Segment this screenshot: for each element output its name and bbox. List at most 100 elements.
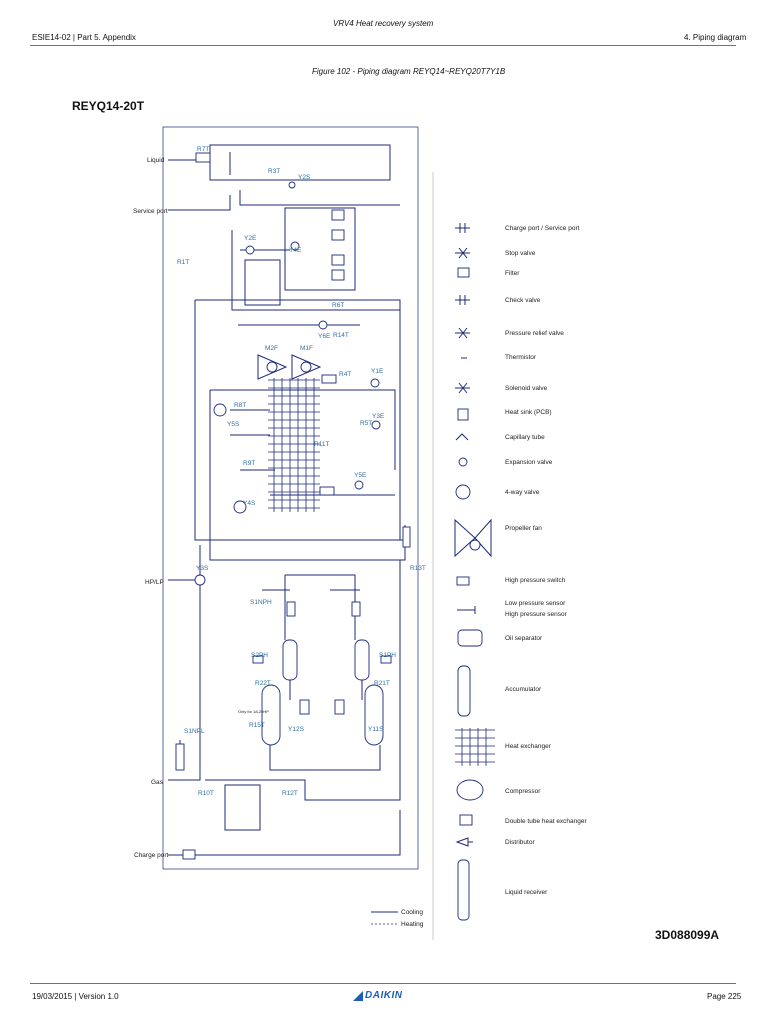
legend-solenoid-valve-icon — [455, 382, 470, 394]
legend-double-tube-hx-icon — [459, 814, 473, 826]
svg-text:Y11S: Y11S — [368, 726, 384, 733]
label-gas: Gas — [151, 779, 164, 786]
svg-text:Heat exchanger: Heat exchanger — [505, 743, 552, 750]
svg-text:Distributor: Distributor — [505, 839, 535, 846]
svg-text:R7T: R7T — [197, 146, 209, 153]
svg-text:R10T: R10T — [198, 790, 214, 797]
legend-charge-port-icon — [455, 223, 470, 233]
svg-text:Filter: Filter — [505, 270, 520, 277]
svg-text:Double tube heat exchanger: Double tube heat exchanger — [505, 818, 588, 825]
vessels — [175, 526, 411, 771]
svg-text:R12T: R12T — [282, 790, 298, 797]
svg-text:4-way valve: 4-way valve — [505, 489, 540, 496]
svg-text:Charge port / Service port: Charge port / Service port — [505, 225, 580, 232]
svg-text:Solenoid valve: Solenoid valve — [505, 385, 548, 392]
diagram-code: 3D088099A — [655, 928, 720, 942]
svg-text:Y2E: Y2E — [244, 235, 257, 242]
legend-4way-valve-icon — [455, 484, 471, 500]
brand-name: DAIKIN — [365, 990, 403, 1001]
svg-text:M1F: M1F — [300, 345, 313, 352]
svg-text:Check valve: Check valve — [505, 297, 541, 304]
svg-text:R1T: R1T — [177, 259, 189, 266]
footer-date-version: 19/03/2015 | Version 1.0 — [32, 992, 119, 1001]
header-section: 4. Piping diagram — [684, 33, 747, 42]
svg-text:Capillary tube: Capillary tube — [505, 434, 545, 441]
flow-legend: Cooling Heating — [371, 909, 424, 928]
svg-text:Thermistor: Thermistor — [505, 354, 537, 361]
svg-text:Y1E: Y1E — [371, 368, 384, 375]
svg-text:S2PH: S2PH — [251, 652, 268, 659]
footer-page: Page 225 — [707, 992, 742, 1001]
legend-expansion-valve-icon — [458, 457, 468, 467]
legend-hp-switch-icon — [456, 576, 470, 586]
legend-relief-valve-icon — [455, 327, 470, 339]
svg-text:Y3S: Y3S — [196, 565, 209, 572]
header-rule — [30, 45, 736, 46]
svg-text:R8T: R8T — [234, 402, 246, 409]
svg-text:Y2S: Y2S — [298, 174, 311, 181]
svg-text:R9T: R9T — [243, 460, 255, 467]
svg-text:R21T: R21T — [374, 680, 390, 687]
svg-text:R13T: R13T — [410, 565, 426, 572]
svg-text:Stop valve: Stop valve — [505, 250, 536, 257]
svg-text:High pressure sensor: High pressure sensor — [505, 611, 568, 618]
svg-text:Pressure relief valve: Pressure relief valve — [505, 330, 564, 337]
label-hp-lp: HP/LP — [145, 579, 164, 586]
svg-text:Accumulator: Accumulator — [505, 686, 542, 693]
legend-distributor-icon — [455, 837, 473, 847]
figure-caption: Figure 102 - Piping diagram REYQ14~REYQ2… — [312, 67, 506, 76]
svg-text:M2F: M2F — [265, 345, 278, 352]
svg-text:R3T: R3T — [268, 168, 280, 175]
svg-text:Y6E: Y6E — [318, 333, 331, 340]
legend-capillary-icon — [455, 433, 469, 441]
svg-text:Expansion valve: Expansion valve — [505, 459, 553, 466]
svg-text:Cooling: Cooling — [401, 909, 423, 916]
legend-filter-icon — [457, 267, 470, 278]
pipes — [168, 144, 406, 856]
legend-heat-exchanger-icon — [455, 728, 495, 766]
svg-text:Y12S: Y12S — [288, 726, 305, 733]
daikin-logo-icon — [353, 990, 363, 1001]
svg-text:R22T: R22T — [255, 680, 271, 687]
svg-text:Y5E: Y5E — [354, 472, 367, 479]
fans — [257, 354, 322, 380]
header-system: VRV4 Heat recovery system — [333, 19, 434, 28]
label-liquid: Liquid — [147, 157, 165, 164]
svg-text:R6T: R6T — [332, 302, 344, 309]
svg-text:Y5S: Y5S — [227, 421, 240, 428]
svg-text:R4T: R4T — [339, 371, 351, 378]
svg-text:R15T: R15T — [249, 722, 265, 729]
svg-text:R5T: R5T — [360, 420, 372, 427]
svg-text:Heat sink (PCB): Heat sink (PCB) — [505, 409, 552, 416]
legend-symbols — [454, 223, 495, 921]
svg-text:Y3E: Y3E — [372, 413, 385, 420]
legend-fan-icon — [454, 518, 492, 558]
valves — [194, 181, 381, 586]
model-title: REYQ14-20T — [72, 99, 145, 113]
brand-logo: DAIKIN — [353, 990, 402, 1001]
component-tags: R7T R3T Y2S R1T Y2E Y4E R6T Y6E R14T M2F… — [177, 146, 426, 797]
svg-text:S1PH: S1PH — [379, 652, 396, 659]
label-charge-port: Charge port — [134, 852, 169, 859]
label-service-port: Service port — [133, 208, 168, 215]
svg-text:Y4E: Y4E — [289, 247, 302, 254]
svg-text:Low pressure sensor: Low pressure sensor — [505, 600, 566, 607]
unit-frame — [162, 126, 419, 870]
legend-labels: Charge port / Service port Stop valve Fi… — [505, 225, 588, 896]
header-doc-ref: ESIE14-02 | Part 5. Appendix — [32, 33, 136, 42]
legend-pressure-sensor-icon — [457, 606, 476, 614]
svg-text:Heating: Heating — [401, 921, 424, 928]
svg-text:S1NPH: S1NPH — [250, 599, 272, 606]
svg-text:S1NPL: S1NPL — [184, 728, 205, 735]
filters — [182, 152, 361, 860]
heat-exchanger — [268, 378, 320, 512]
svg-text:R14T: R14T — [333, 332, 349, 339]
legend-oil-separator-icon — [457, 629, 483, 647]
svg-text:R11T: R11T — [314, 441, 329, 448]
svg-text:Only for 18-20HP: Only for 18-20HP — [238, 709, 269, 714]
legend-heat-sink-icon — [457, 408, 469, 421]
legend-check-valve-icon — [455, 295, 470, 305]
svg-text:Liquid receiver: Liquid receiver — [505, 889, 548, 896]
svg-text:Y4S: Y4S — [243, 500, 256, 507]
